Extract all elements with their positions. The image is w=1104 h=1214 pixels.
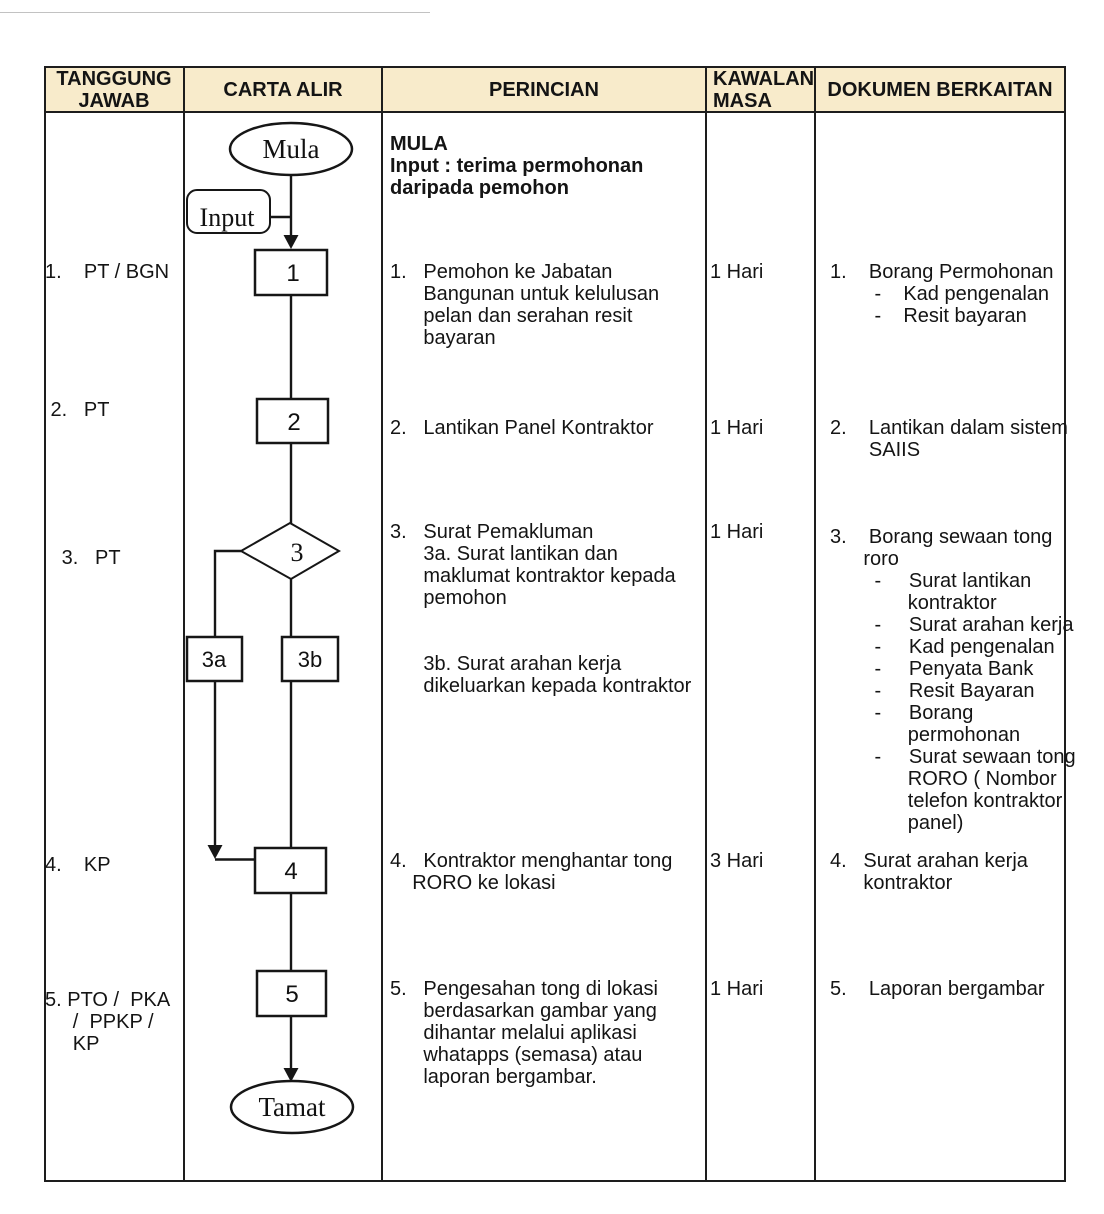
details-row-5: 5. Pengesahan tong di lokasi berdasarkan…	[390, 978, 658, 1088]
header-dokumen-berkaitan: DOKUMEN BERKAITAN	[827, 79, 1053, 101]
time-row-2: 1 Hari	[710, 417, 764, 439]
header-perincian: PERINCIAN	[488, 79, 599, 101]
responsibility-row-5: 5. PTO / PKA / PPKP / KP	[45, 989, 171, 1055]
details-row-3: 3. Surat Pemakluman 3a. Surat lantikan d…	[390, 521, 676, 609]
table-header-row	[44, 66, 1066, 113]
responsibility-row-2: 2. PT	[45, 399, 110, 421]
column-divider-1	[183, 66, 185, 1182]
time-row-3: 1 Hari	[710, 521, 764, 543]
column-divider-3	[705, 66, 707, 1182]
header-tanggung-jawab: TANGGUNG JAWAB	[56, 68, 172, 112]
responsibility-row-1: 1. PT / BGN	[45, 261, 170, 283]
time-row-4: 3 Hari	[710, 850, 764, 872]
scan-artifact-line	[0, 12, 430, 13]
details-row-4: 4. Kontraktor menghantar tong RORO ke lo…	[390, 850, 673, 894]
documents-row-5: 5. Laporan bergambar	[830, 978, 1045, 1000]
column-divider-4	[814, 66, 816, 1182]
details-intro: MULA Input : terima permohonan daripada …	[390, 133, 644, 199]
responsibility-row-3: 3. PT	[45, 547, 121, 569]
documents-row-1: 1. Borang Permohonan - Kad pengenalan - …	[830, 261, 1054, 327]
time-row-5: 1 Hari	[710, 978, 764, 1000]
header-kawalan-masa: KAWALAN MASA	[713, 68, 815, 112]
responsibility-row-4: 4. KP	[45, 854, 111, 876]
documents-row-2: 2. Lantikan dalam sistem SAIIS	[830, 417, 1068, 461]
documents-row-4: 4. Surat arahan kerja kontraktor	[830, 850, 1028, 894]
time-row-1: 1 Hari	[710, 261, 764, 283]
documents-row-3: 3. Borang sewaan tong roro - Surat lanti…	[830, 526, 1076, 834]
header-carta-alir: CARTA ALIR	[223, 79, 343, 101]
column-divider-2	[381, 66, 383, 1182]
details-row-1: 1. Pemohon ke Jabatan Bangunan untuk kel…	[390, 261, 660, 349]
details-row-3b: 3b. Surat arahan kerja dikeluarkan kepad…	[423, 653, 692, 697]
details-row-2: 2. Lantikan Panel Kontraktor	[390, 417, 654, 439]
